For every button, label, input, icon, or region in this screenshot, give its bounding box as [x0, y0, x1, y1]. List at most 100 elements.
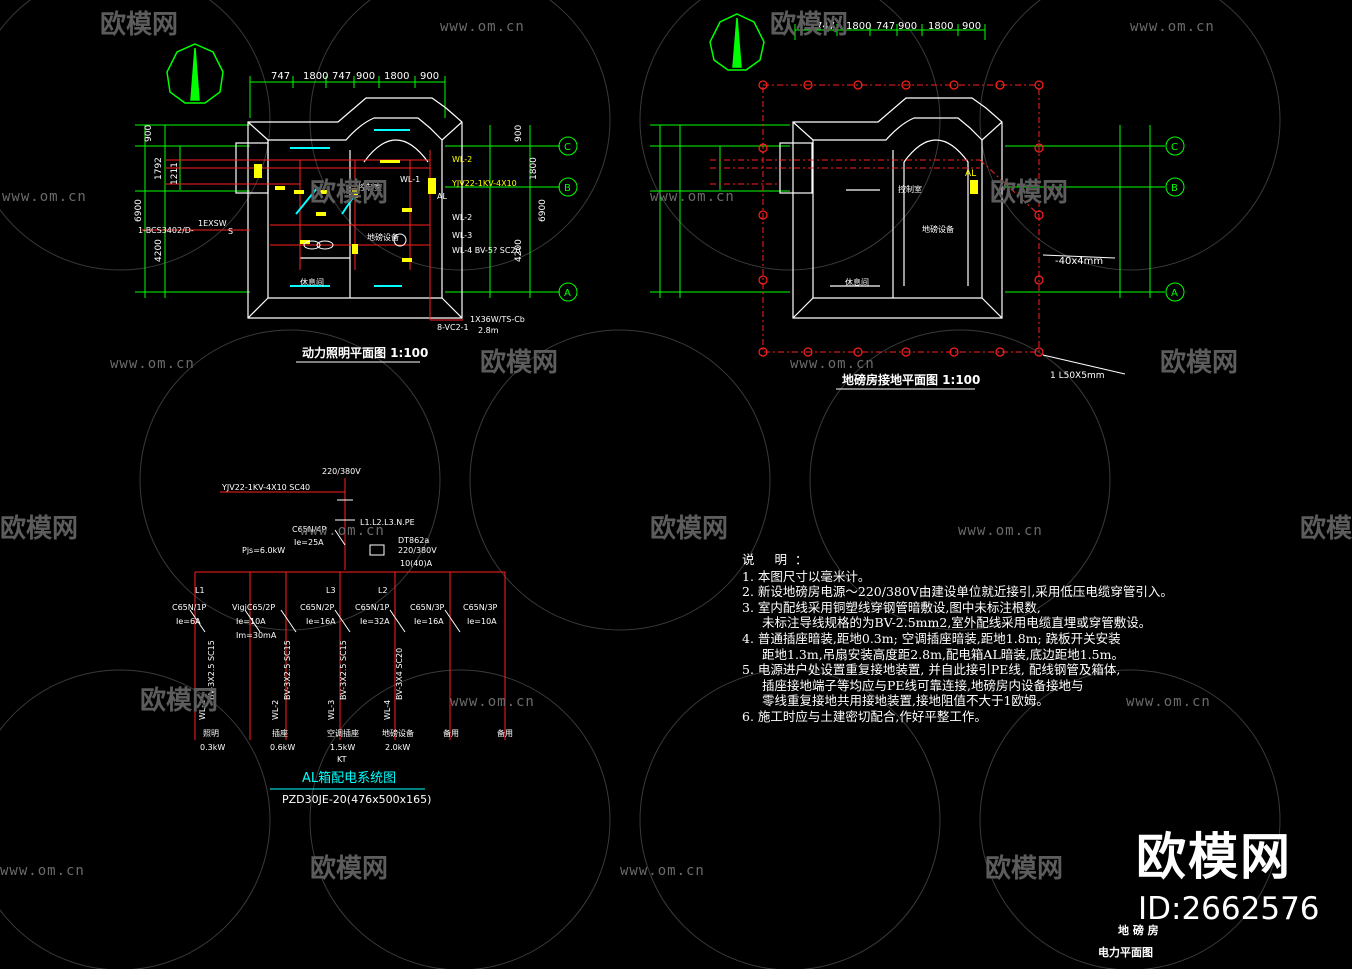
branch-4-load: 地磅设备 [382, 728, 414, 738]
branch-4-phase: L2 [378, 586, 388, 595]
branch-1-breaker: C65N/1P [172, 603, 207, 612]
branch-2-circuit: WL-2 [271, 700, 280, 720]
resource-id: ID:2662576 [1138, 891, 1320, 927]
watermark-url: www.om.cn [2, 189, 87, 205]
watermark-brand: 欧模网 [310, 854, 389, 884]
dim-side-1: 900 [144, 125, 154, 142]
system-subtitle: PZD30JE-20(476x500x165) [282, 793, 431, 806]
left-note-lamp: 1EXSW [198, 219, 227, 228]
phase-label: L1.L2.L3.N.PE [360, 518, 415, 527]
dim-top-r6: 900 [962, 21, 981, 32]
branch-5-breaker: C65N/3P [410, 603, 445, 612]
branch-4-cable: BV-3X4 SC20 [395, 648, 404, 700]
watermark-brand: 欧模网 [310, 178, 389, 208]
branch-5-load: 备用 [443, 728, 459, 738]
branch-1-circuit: WL-1 [198, 700, 207, 720]
note-line: 距地1.3m,吊扇安装高度距2.8m,配电箱AL暗装,底边距地1.5m。 [762, 646, 1124, 662]
watermark-brand: 欧模网 [0, 514, 79, 544]
watermark-url: www.om.cn [1130, 19, 1215, 35]
left-note-fixture: 1-BCS3402/D- [138, 226, 194, 235]
branch-1-cable: BV-3X2.5 SC15 [207, 640, 216, 700]
left-note-tube: 1X36W/TS-Cb [470, 315, 525, 324]
branch-1-power: 0.3kW [200, 743, 225, 752]
branch-1-rating: Ie=6A [176, 617, 201, 626]
branch-2-breaker: VigiC65/2P [232, 603, 275, 612]
dim-side-6: 900 [514, 125, 524, 142]
ground-flat-label: -40x4mm [1055, 256, 1103, 267]
branch-5-rating: Ie=16A [414, 617, 444, 626]
note-line: 1. 本图尺寸以毫米计。 [742, 568, 871, 584]
axis-c-label-r: C [1171, 142, 1178, 153]
main-breaker: C65N/4P [292, 525, 327, 534]
circuit-wl2-label: WL-2 [452, 155, 472, 164]
branch-3-circuit: WL-3 [327, 700, 336, 720]
watermark-url: www.om.cn [300, 523, 385, 539]
left-note-height: 2.8m [478, 326, 499, 335]
axis-b-label: B [564, 183, 571, 194]
watermark-url: www.om.cn [958, 523, 1043, 539]
circuit-wl3-label: WL-3 [452, 231, 472, 240]
axis-a-label: A [564, 288, 571, 299]
dim-side-3: 1211 [170, 162, 180, 185]
branch-2-rating: Ie=10A [236, 617, 266, 626]
branch-2-load: 插座 [272, 728, 288, 738]
watermark-url: www.om.cn [0, 863, 85, 879]
watermark-brand: 欧模网 [770, 10, 849, 40]
dim-side-4: 6900 [134, 199, 144, 222]
drawing-title-line1: 地 磅 房 [1118, 924, 1159, 937]
branch-4-rating: Ie=32A [360, 617, 390, 626]
room-control-label-r: 控制室 [898, 184, 922, 194]
circuit-wl2b-label: WL-2 [452, 213, 472, 222]
watermark-url: www.om.cn [650, 189, 735, 205]
note-line: 插座接地端子等均应与PE线可靠连接,地磅房内设备接地与 [762, 677, 1084, 693]
branch-3-cable: BV-3X2.5 SC15 [339, 640, 348, 700]
main-rating: Ie=25A [294, 538, 324, 547]
dim-top-3: 747 [332, 71, 351, 82]
dim-top-r3: 747 [876, 21, 895, 32]
north-arrow-icon [166, 43, 224, 104]
watermark-brand: 欧模网 [990, 178, 1069, 208]
branch-6-breaker: C65N/3P [463, 603, 498, 612]
branch-1-phase: L1 [195, 586, 205, 595]
branch-4-power: 2.0kW [385, 743, 410, 752]
watermark-brand: 欧模网 [650, 514, 729, 544]
branch-3-power: 1.5kW [330, 743, 355, 752]
dim-side-9: 4200 [514, 239, 524, 262]
watermark-url: www.om.cn [1126, 694, 1211, 710]
watermark-brand: 欧模网 [1160, 348, 1239, 378]
dim-top-2: 1800 [303, 71, 328, 82]
dim-top-r2: 1800 [846, 21, 871, 32]
room-control-label: 控制室 [358, 182, 382, 192]
watermark-url: www.om.cn [440, 19, 525, 35]
branch-2-extra: Im=30mA [236, 631, 277, 640]
watermark-brand: 欧模网 [100, 10, 179, 40]
axis-a-label-r: A [1171, 288, 1178, 299]
drawing-title-line2: 电力平面图 [1098, 946, 1153, 959]
axis-b-label-r: B [1171, 183, 1178, 194]
room-equip-label: 地磅设备 [367, 232, 399, 242]
branch-1-load: 照明 [203, 729, 219, 738]
axis-c-label: C [564, 142, 571, 153]
total-load: Pjs=6.0kW [242, 546, 285, 555]
watermark-brand: 欧模网 [1300, 514, 1352, 544]
watermark-url: www.om.cn [110, 356, 195, 372]
dim-top-6: 900 [420, 71, 439, 82]
watermark-url: www.om.cn [620, 863, 705, 879]
dim-side-7: 1800 [529, 157, 539, 180]
circuit-wl4-label: WL-4 BV-5? SC20 [452, 246, 521, 255]
brand-logo: 欧模网 [1136, 828, 1292, 886]
incoming-cable: YJV22-1KV-4X10 SC40 [221, 483, 310, 492]
ground-plan [650, 13, 1185, 375]
notes-title: 说 明： [742, 552, 816, 567]
left-note-s: S [228, 227, 233, 236]
dim-side-2: 1792 [154, 157, 164, 180]
room-equip-label-r: 地磅设备 [922, 224, 954, 234]
dim-top-r5: 1800 [928, 21, 953, 32]
system-title: AL箱配电系统图 [302, 770, 396, 786]
branch-4-breaker: C65N/1P [355, 603, 390, 612]
watermark-brand: 欧模网 [985, 854, 1064, 884]
dim-top-r4: 900 [898, 21, 917, 32]
branch-3-rating: Ie=16A [306, 617, 336, 626]
branch-6-load: 备用 [497, 728, 513, 738]
